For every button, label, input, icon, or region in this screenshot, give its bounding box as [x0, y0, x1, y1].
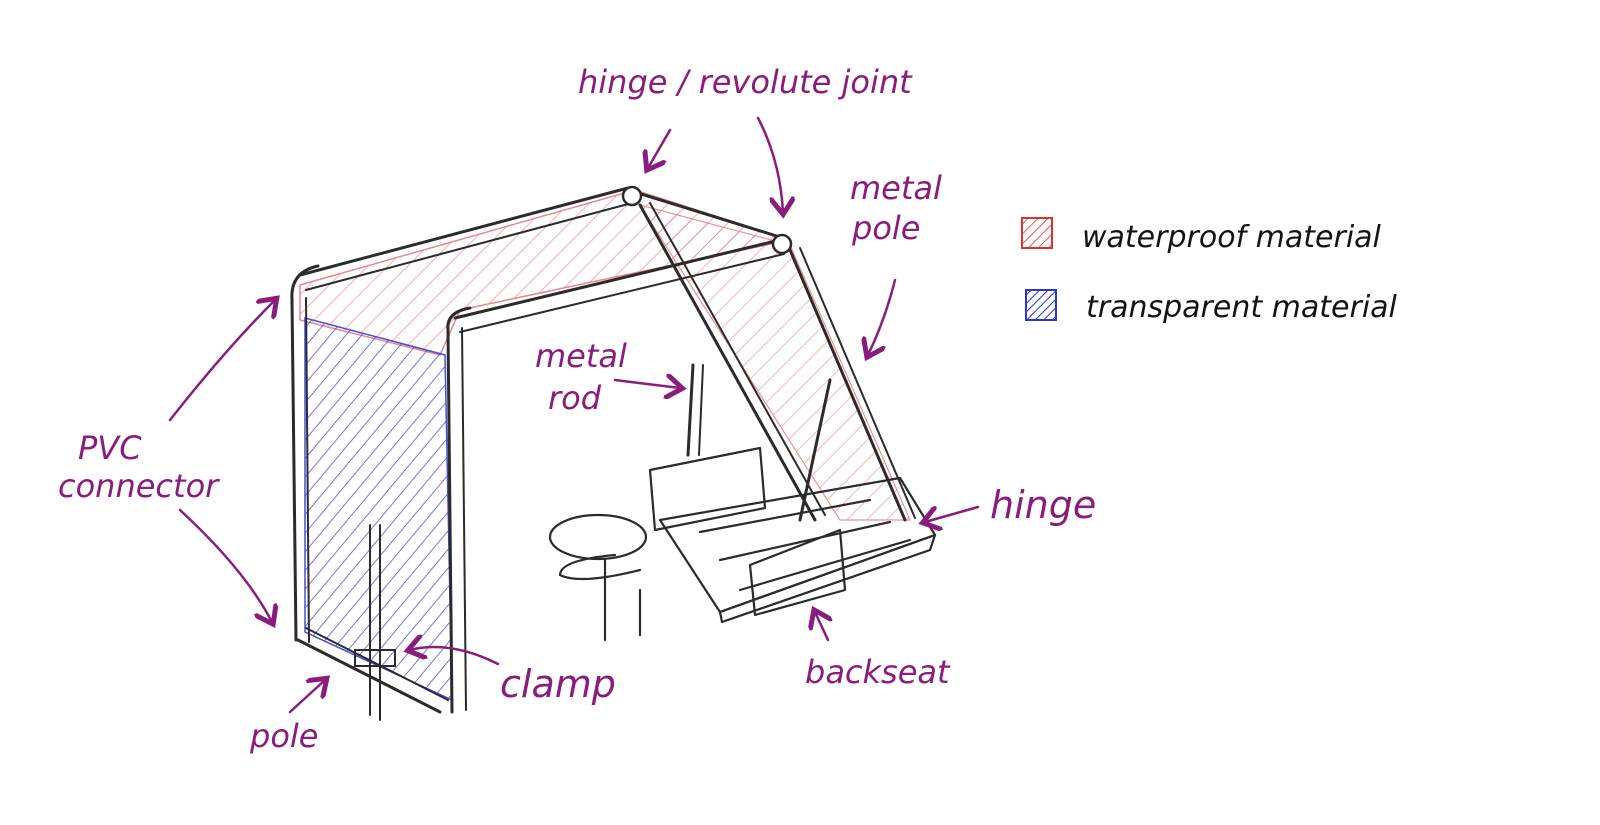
label-hinge-revolute-joint: hinge / revolute joint	[578, 63, 912, 101]
backseat-cart	[548, 446, 937, 642]
legend-transparent-label: transparent material	[1086, 290, 1397, 325]
hinge-joints	[621, 185, 793, 255]
label-pvc-line1: PVC	[78, 429, 142, 467]
label-backseat: backseat	[805, 653, 950, 691]
frame-poles	[290, 186, 916, 721]
annotation-arrows	[168, 116, 980, 714]
label-metal-rod-line1: metal	[535, 337, 627, 375]
waterproof-swatch	[1021, 217, 1053, 249]
transparent-swatch	[1025, 289, 1057, 321]
label-metal-rod-line2: rod	[548, 379, 602, 417]
label-metal-pole-line2: pole	[852, 209, 921, 247]
label-metal-pole-line1: metal	[850, 169, 942, 207]
label-clamp: clamp	[500, 662, 616, 706]
label-pole: pole	[250, 717, 319, 755]
label-pvc-line2: connector	[58, 467, 219, 505]
label-hinge: hinge	[990, 483, 1097, 527]
legend-waterproof-label: waterproof material	[1082, 220, 1381, 255]
front-transparent-panel	[304, 317, 453, 702]
rear-waterproof-panel	[638, 204, 911, 521]
